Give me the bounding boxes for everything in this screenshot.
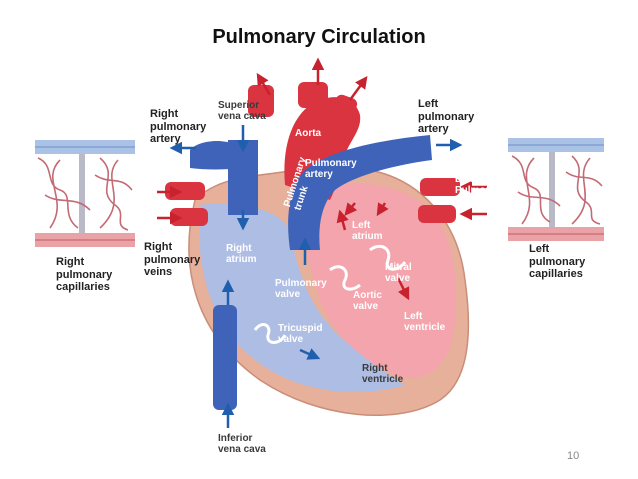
label-aorta: Aorta [295, 128, 322, 139]
label-mitral-valve: Mitral valve [385, 262, 412, 284]
label-left-pulmonary-artery: Left pulmonary artery [418, 98, 475, 135]
page-number: 10 [567, 450, 580, 462]
label-aortic-valve: Aortic valve [353, 290, 382, 312]
label-superior-vena-cava: Superior vena cava [218, 100, 266, 122]
label-left-ventricle: Left ventricle [404, 311, 446, 333]
label-left-atrium: Left atrium [352, 220, 383, 242]
label-pulmonary-valve: Pulmonary valve [275, 278, 327, 300]
right-capillary-bed [35, 140, 135, 247]
label-tricuspid-valve: Tricuspid valve [278, 323, 323, 345]
label-inferior-vena-cava: Inferior vena cava [218, 433, 266, 455]
left-capillary-bed [508, 138, 604, 241]
label-right-atrium: Right atrium [226, 243, 257, 265]
label-right-pulmonary-veins: Right pulmonary veins [144, 241, 201, 278]
label-right-ventricle: Right ventricle [362, 363, 404, 385]
label-right-pulmonary-capillaries: Right pulmonary capillaries [56, 256, 113, 293]
slide-title: Pulmonary Circulation [212, 26, 426, 48]
label-right-pulmonary-artery: Right pulmonary artery [150, 108, 207, 145]
label-left-pulmonary-veins: Left Pulmonary veins [455, 174, 507, 207]
label-pulmonary-artery: Pulmonary artery [305, 158, 357, 180]
label-left-pulmonary-capillaries: Left pulmonary capillaries [529, 243, 586, 280]
